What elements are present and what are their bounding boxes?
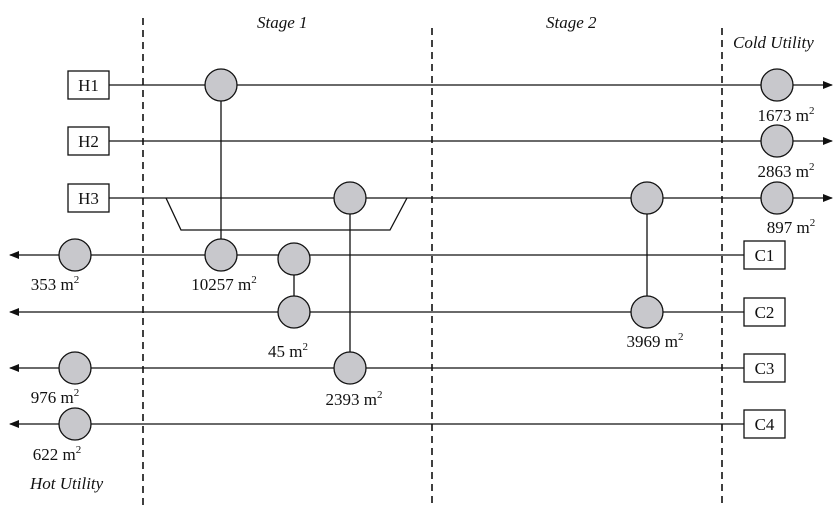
heater-c3 bbox=[58, 351, 92, 385]
exchanger-h1-c1-hot bbox=[204, 68, 238, 102]
exchanger-h3-c3-hot bbox=[333, 181, 367, 215]
area-label-h1-c1: 10257 m2 bbox=[191, 274, 256, 294]
area-label-heater-c4: 622 m2 bbox=[33, 444, 81, 464]
area-label-h3-c2-stage1: 45 m2 bbox=[268, 341, 308, 361]
stage-2-label: Stage 2 bbox=[546, 13, 597, 32]
area-label-heater-c1: 353 m2 bbox=[31, 274, 79, 294]
stream-label-c1: C1 bbox=[755, 246, 775, 265]
exchanger-h3-c2-split bbox=[277, 242, 311, 276]
stage-1-label: Stage 1 bbox=[257, 13, 308, 32]
area-label-cooler-h1: 1673 m2 bbox=[758, 105, 815, 125]
stream-box-h3 bbox=[67, 183, 110, 213]
exchanger-h3-c3-cold bbox=[333, 351, 367, 385]
exchanger-h1-c1-cold bbox=[204, 238, 238, 272]
area-label-h3-c2-stage2: 3969 m2 bbox=[627, 331, 684, 351]
stream-label-h1: H1 bbox=[78, 76, 99, 95]
h3-split-branch bbox=[165, 197, 408, 231]
exchanger-h3-c2-stage2-hot bbox=[630, 181, 664, 215]
area-label-h3-c3: 2393 m2 bbox=[326, 389, 383, 409]
exchanger-h3-c2-stage2-cold bbox=[630, 295, 664, 329]
cooler-h1 bbox=[760, 68, 794, 102]
stream-label-c4: C4 bbox=[755, 415, 775, 434]
area-label-cooler-h3: 897 m2 bbox=[767, 217, 815, 237]
cold-utility-label: Cold Utility bbox=[733, 33, 814, 52]
stream-label-h3: H3 bbox=[78, 189, 99, 208]
stream-box-h2 bbox=[67, 126, 110, 156]
area-label-cooler-h2: 2863 m2 bbox=[758, 161, 815, 181]
stream-box-c1 bbox=[743, 240, 786, 270]
exchanger-h3-c2-cold bbox=[277, 295, 311, 329]
stream-box-c4 bbox=[743, 409, 786, 439]
area-label-heater-c3: 976 m2 bbox=[31, 387, 79, 407]
stream-label-c2: C2 bbox=[755, 303, 775, 322]
hot-utility-label: Hot Utility bbox=[29, 474, 104, 493]
stream-label-h2: H2 bbox=[78, 132, 99, 151]
cooler-h3 bbox=[760, 181, 794, 215]
stream-box-h1 bbox=[67, 70, 110, 100]
heater-c4 bbox=[58, 407, 92, 441]
stream-label-c3: C3 bbox=[755, 359, 775, 378]
stream-box-c2 bbox=[743, 297, 786, 327]
cooler-h2 bbox=[760, 124, 794, 158]
stream-box-c3 bbox=[743, 353, 786, 383]
heater-c1 bbox=[58, 238, 92, 272]
